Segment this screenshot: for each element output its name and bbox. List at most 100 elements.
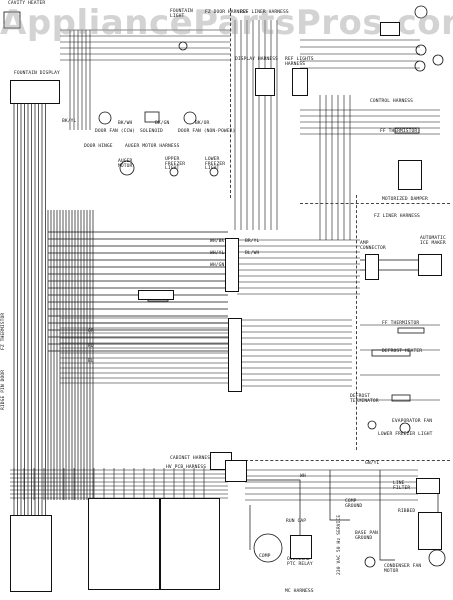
motorized-damper-label: MOTORIZED DAMPER (382, 197, 428, 202)
wire-tag: BK/GN (155, 121, 170, 126)
damper-box (398, 160, 422, 190)
comp-ground-label: COMP GROUND (345, 499, 363, 509)
right-top-connector (380, 22, 400, 36)
wire-tag: BL (88, 359, 94, 364)
control-harness-label: CONTROL HARNESS (370, 99, 413, 104)
ice-maker-box (418, 254, 442, 276)
ff-thermistor-label: FF THERMISTOR (382, 321, 420, 326)
wire-tag: BK/YL (62, 119, 77, 124)
wire-network (10, 20, 440, 561)
defrost-heater-label: DEFROST HEATER (382, 349, 423, 354)
wire-tag: BK/OR (195, 121, 210, 126)
door-hinge-label: DOOR HINGE (84, 144, 113, 149)
auger-motor-harness-label: AUGER MOTOR HARNESS (125, 144, 180, 149)
amp-connector-box (365, 254, 379, 280)
door-fan-non-power-label: DOOR FAN (NON-POWER) (178, 129, 236, 134)
ground-icon (364, 556, 376, 568)
wire-tag: WH (300, 474, 306, 479)
wire-tag: WH/BK (210, 239, 225, 244)
lower-freezer-light-2-label: LOWER FREEZER LIGHT (378, 432, 433, 437)
fountain-light-label: FOUNTAIN LIGHT (170, 9, 193, 19)
display-connector (255, 68, 275, 96)
heater-icon (3, 11, 21, 29)
motor-icon (119, 160, 135, 176)
wire-tag: RD (88, 344, 94, 349)
fan-icon (399, 422, 411, 434)
fz-door-harness-label: FZ DOOR HARNESS (205, 10, 248, 15)
bulb-icon (169, 167, 179, 177)
mid-junction-block (228, 318, 242, 392)
bulb-icon (178, 41, 188, 51)
run-cap-label: RUN CAP (286, 519, 307, 524)
wire (245, 479, 301, 541)
wire-tag: WH/YL (210, 251, 225, 256)
board-mid-connector (88, 498, 160, 590)
mc-harness-label: MC HARNESS (285, 589, 314, 594)
cabinet-boundary (240, 460, 450, 461)
lower-freezer-light-label: LOWER FREEZER LIGHT (205, 157, 226, 172)
solenoid-icon (144, 111, 160, 123)
fz-liner-line (300, 203, 450, 204)
terminator-icon (391, 394, 411, 402)
wire (379, 470, 395, 561)
ref-lights-harness-label: REF LIGHTS HARNESS (285, 57, 314, 67)
fz-liner-harness-label: FZ LINER HARNESS (374, 214, 420, 219)
thermistor-icon (397, 327, 425, 334)
relay-box (290, 535, 312, 559)
fan-icon (428, 549, 446, 567)
ridge-pin-label: RIDGE PIN DOOR (1, 369, 6, 410)
fountain-display-connector (10, 80, 60, 104)
ff-thermistor-top-label: FF THERMISTOR (380, 129, 418, 134)
wire-tag: BL/WH (245, 251, 260, 256)
bulb-icon (414, 60, 426, 72)
wire-tag: OR (88, 329, 94, 334)
line-filter-label: LINE FILTER (393, 481, 411, 491)
evaporator-fan-label: EVAPORATOR FAN (392, 419, 433, 424)
door-fan-ccw-label: DOOR FAN (CCW) (95, 129, 136, 134)
board-left-connector (10, 515, 52, 592)
fountain-display-label: FOUNTAIN DISPLAY (14, 71, 60, 76)
hv-pcb-connector (225, 460, 247, 482)
bulb-icon (209, 167, 219, 177)
automatic-ice-maker-label: AUTOMATIC ICE MAKER (420, 236, 446, 246)
display-harness-label: DISPLAY HARNESS (235, 57, 278, 62)
service-plug (418, 512, 442, 550)
amp-connector-label: AMP CONNECTOR (360, 241, 386, 251)
cavity-heater-label: CAVITY HEATER (8, 1, 46, 6)
solenoid-label: SOLENOID (140, 129, 163, 134)
overload-ptc-relay-label: OVERLOAD PTC RELAY (287, 557, 313, 567)
base-pan-ground-label: BASE PAN GROUND (355, 531, 378, 541)
ref-lights-connector (292, 68, 308, 96)
fan-icon (98, 111, 112, 125)
fz-thermistor-label: FZ THERMISTOR (1, 312, 6, 350)
capacitor-box (138, 290, 174, 300)
service-label: 230 VAC 50 Hz SERVICE (337, 514, 342, 575)
ref-liner-harness-label: REF LINER HARNESS (240, 10, 289, 15)
wire-tag: GN/YL (365, 461, 380, 466)
upper-freezer-light-label: UPPER FREEZER LIGHT (165, 157, 186, 172)
line-filter-box (416, 478, 440, 494)
ref-liner-boundary (230, 8, 231, 198)
bulb-icon (415, 44, 427, 56)
wire-tag: BK/WH (118, 121, 133, 126)
fan-icon (183, 111, 197, 125)
central-junction-block (225, 238, 239, 292)
bulb-icon (432, 54, 444, 66)
cabinet-harness-label: CABINET HARNESS (170, 456, 213, 461)
component-symbols (3, 5, 446, 568)
condenser-fan-motor-label: CONDENSER FAN MOTOR (384, 564, 422, 574)
ribbed-label: RIBBED (398, 509, 416, 514)
heater-icon (371, 349, 411, 357)
wire-tag: WH/GN (210, 263, 225, 268)
compressor-icon (253, 533, 283, 563)
auger-motor-label: AUGER MOTOR (118, 159, 133, 169)
hv-pcb-harness-label: HV PCB HARNESS (166, 465, 207, 470)
wire-tag: BR/YL (245, 239, 260, 244)
bulb-icon (414, 5, 428, 19)
comp-label: COMP (259, 554, 271, 559)
board-right-connector (160, 498, 220, 590)
thermistor-icon (394, 127, 420, 134)
wire (329, 470, 350, 521)
fz-liner-boundary (356, 195, 357, 450)
